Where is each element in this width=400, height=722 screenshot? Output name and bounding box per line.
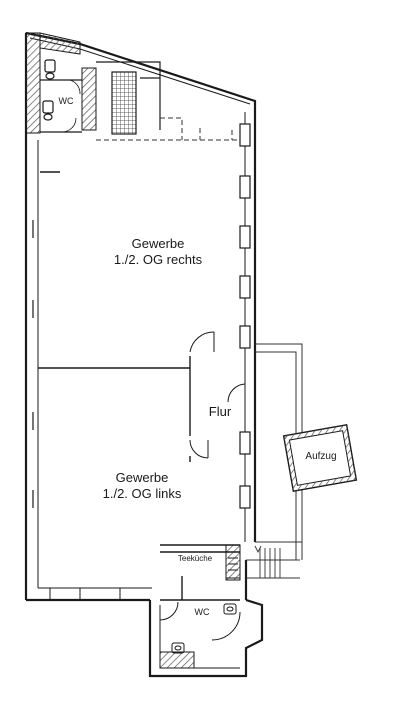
bottom-wc-fixtures xyxy=(159,601,241,654)
room-label-wc-top: WC xyxy=(58,96,74,106)
small-stair xyxy=(254,545,281,578)
interior-walls xyxy=(38,171,240,601)
kitchen-counter xyxy=(225,551,241,579)
room-label-aufzug: Aufzug xyxy=(305,451,337,462)
room-label-gewerbe-links: Gewerbe 1./2. OG links xyxy=(80,470,204,501)
room-label-flur: Flur xyxy=(208,404,232,419)
stair-grid xyxy=(111,71,137,135)
hatched-walls xyxy=(25,32,241,669)
flur-doors xyxy=(189,331,246,459)
room-label-teekueche: Teeküche xyxy=(177,554,213,563)
room-label-gewerbe-rechts: Gewerbe 1./2. OG rechts xyxy=(96,236,220,267)
bottom-wall-marks xyxy=(49,588,121,600)
dashed-outlines xyxy=(96,117,245,141)
gewerbe-rechts-line1: Gewerbe xyxy=(131,236,185,251)
gewerbe-links-line1: Gewerbe xyxy=(115,470,169,485)
top-wc-block xyxy=(40,59,82,133)
gewerbe-rechts-line2: 1./2. OG rechts xyxy=(113,251,203,267)
room-label-wc-bottom: WC xyxy=(194,607,210,617)
stair-outline xyxy=(96,61,161,130)
window-piers xyxy=(239,123,251,509)
elevator-shaft xyxy=(282,424,358,492)
gewerbe-links-line2: 1./2. OG links xyxy=(102,485,182,501)
